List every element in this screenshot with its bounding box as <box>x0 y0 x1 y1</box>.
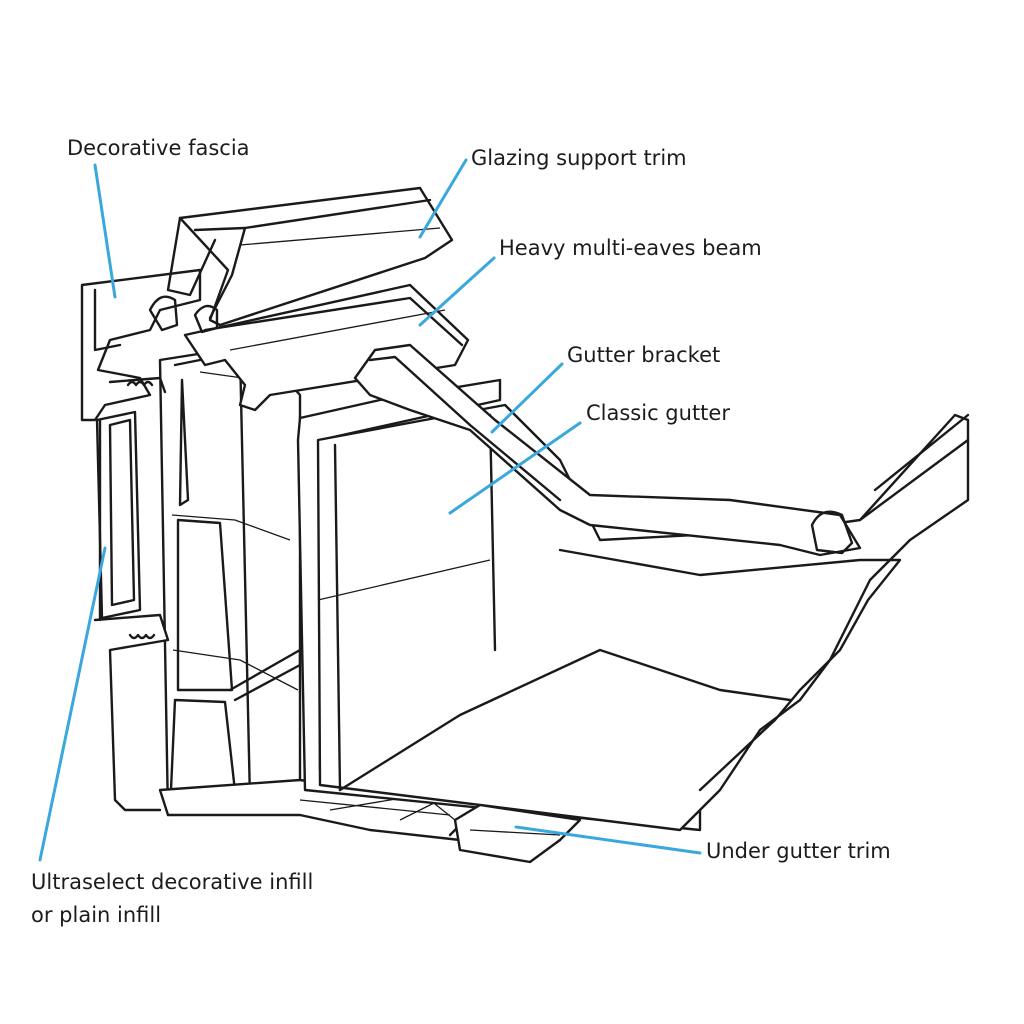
label-heavy-multi-eaves-beam: Heavy multi-eaves beam <box>499 236 762 260</box>
label-decorative-fascia: Decorative fascia <box>67 136 250 160</box>
leader-infill <box>38 546 107 862</box>
label-gutter-bracket: Gutter bracket <box>567 343 721 367</box>
under-gutter-trim <box>453 803 582 864</box>
infill-panel <box>93 410 170 812</box>
leader-gutter-bracket <box>490 362 564 434</box>
heavy-multi-eaves-beam <box>183 283 470 412</box>
decorative-fascia <box>80 268 202 422</box>
leader-glazing-support-trim <box>418 158 468 239</box>
label-infill-line1: Ultraselect decorative infill <box>31 870 314 894</box>
leader-decorative-fascia <box>93 163 117 299</box>
leader-heavy-multi-eaves-beam <box>418 256 496 327</box>
leader-lines <box>38 158 702 862</box>
label-glazing-support-trim: Glazing support trim <box>471 146 687 170</box>
leader-classic-gutter <box>448 421 582 515</box>
label-infill-line2: or plain infill <box>31 903 162 927</box>
classic-gutter <box>296 378 970 832</box>
label-under-gutter-trim: Under gutter trim <box>706 839 891 863</box>
eaves-beam-body <box>158 343 302 817</box>
gutter-bracket <box>353 343 862 557</box>
glazing-support-trim <box>148 186 454 334</box>
label-classic-gutter: Classic gutter <box>586 401 730 425</box>
leader-under-gutter-trim <box>514 825 702 855</box>
